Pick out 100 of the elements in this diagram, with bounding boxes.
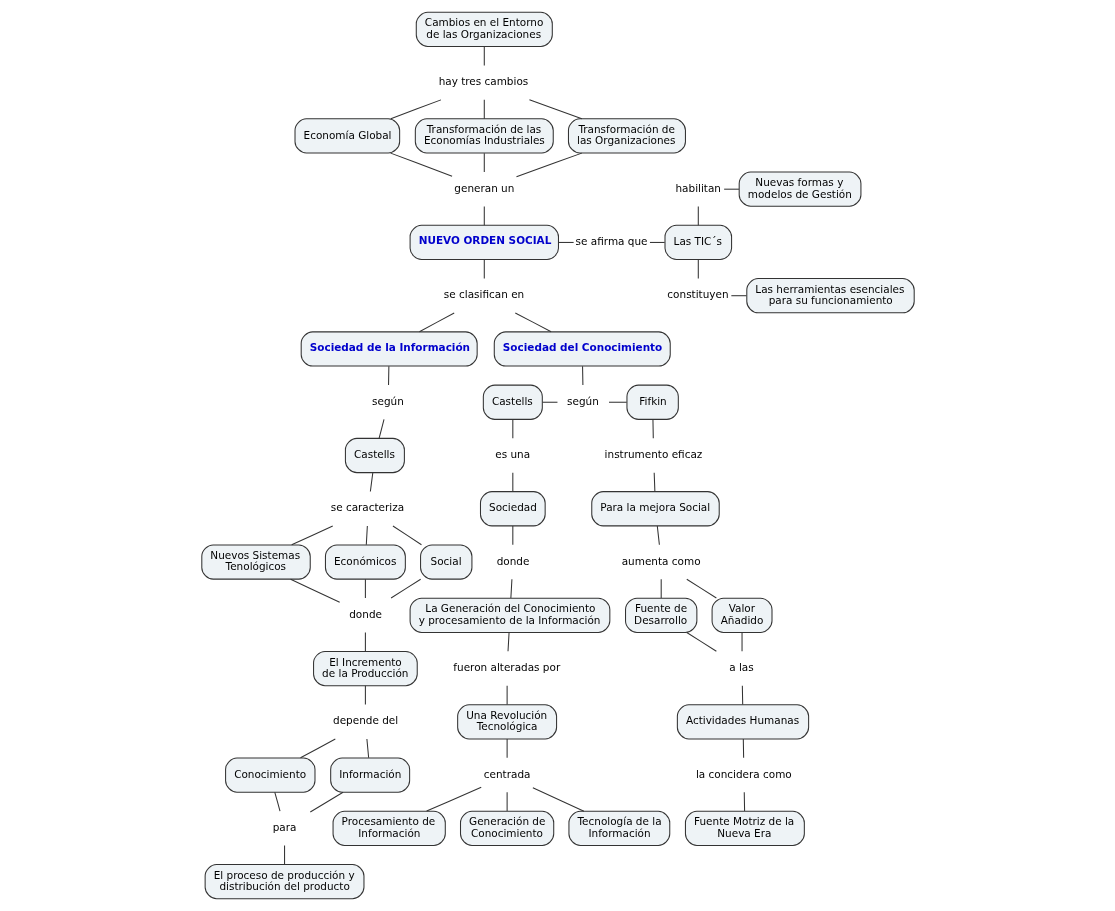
connector <box>378 418 385 439</box>
connector <box>581 365 583 386</box>
node-box: Las herramientas esenciales para su funcionamiento <box>745 278 915 314</box>
connector <box>660 578 662 599</box>
connector <box>387 365 389 386</box>
connector <box>506 685 508 706</box>
node-box: Fuente de Desarrollo <box>624 597 697 633</box>
connector <box>741 631 743 652</box>
node-text: se clasifican en <box>443 288 524 301</box>
connector <box>697 205 699 226</box>
connector <box>283 845 285 865</box>
connector <box>273 791 281 812</box>
connector <box>483 152 485 173</box>
node-box: Las TIC´s <box>663 224 732 261</box>
node-box: Nuevos Sistemas Tenológicos <box>200 544 311 580</box>
connector <box>507 631 510 652</box>
node-box: Valor Añadido <box>711 597 773 633</box>
connector <box>365 525 368 546</box>
node-box: Fifkin <box>625 384 679 420</box>
connector <box>390 578 421 599</box>
connector <box>743 791 745 812</box>
connector <box>741 685 743 706</box>
node-text: instrumento eficaz <box>604 448 702 461</box>
connector <box>418 312 455 333</box>
node-text: hay tres cambios <box>438 75 528 88</box>
node-text: centrada <box>483 767 530 780</box>
node-box: El proceso de producción y distribución del producto <box>204 863 364 900</box>
connector <box>289 578 340 603</box>
node-box: Sociedad <box>479 491 546 527</box>
connector <box>506 791 508 812</box>
node-text: donde <box>348 607 382 620</box>
node-box: Fuente Motriz de la Nueva Era <box>684 810 805 846</box>
connector <box>742 738 744 759</box>
connector <box>557 241 574 243</box>
node-box: Transformación de las Organizaciones <box>567 118 686 154</box>
node-box: NUEVO ORDEN SOCIAL <box>409 224 559 261</box>
node-text: se afirma que <box>575 235 647 248</box>
node-box: Información <box>329 757 410 793</box>
node-box: Castells <box>344 437 405 474</box>
connector <box>509 578 512 599</box>
node-text: según <box>371 394 404 407</box>
node-text: habilitan <box>674 181 721 194</box>
node-text: se caracteriza <box>330 501 404 514</box>
connector <box>483 259 485 279</box>
node-text: constituyen <box>666 288 729 301</box>
connector <box>511 472 513 492</box>
connector <box>425 786 482 812</box>
node-box: Cambios en el Entorno de las Organizaciones <box>415 11 553 48</box>
node-box: Nuevas formas y modelos de Gestión <box>738 171 861 207</box>
node-text: fueron alteradas por <box>452 661 560 674</box>
connector <box>364 685 366 706</box>
connector <box>389 152 453 177</box>
connector <box>290 525 333 546</box>
connector <box>607 401 627 403</box>
node-box: Tecnología de la Información <box>567 810 670 846</box>
node-box: Procesamiento de Información <box>332 810 446 846</box>
node-box: Conocimiento <box>224 757 315 793</box>
connector <box>309 791 344 813</box>
connector <box>511 525 513 546</box>
node-text: generan un <box>453 181 514 194</box>
node-box: Castells <box>482 384 543 420</box>
node-box: Actividades Humanas <box>676 704 809 740</box>
node-box: Sociedad de la Información <box>300 331 478 367</box>
connector <box>514 312 552 333</box>
node-box: Para la mejora Social <box>590 491 720 527</box>
connector <box>528 99 582 120</box>
connector <box>299 738 336 759</box>
node-text: según <box>566 394 599 407</box>
connector <box>483 46 485 66</box>
connector <box>391 525 422 546</box>
connector <box>511 418 513 439</box>
connector <box>515 152 582 178</box>
node-box: Sociedad del Conocimiento <box>493 331 671 367</box>
connector <box>369 472 373 492</box>
connector <box>531 787 584 812</box>
node-text: la concidera como <box>695 767 792 780</box>
connector <box>656 525 660 546</box>
connector <box>506 738 508 759</box>
node-text: aumenta como <box>621 554 701 567</box>
node-text: a las <box>728 661 754 674</box>
connector <box>648 241 665 243</box>
node-text: es una <box>494 448 530 461</box>
node-box: Economía Global <box>294 118 400 154</box>
connector <box>483 99 485 120</box>
node-box: Social <box>419 544 472 580</box>
connector <box>364 578 366 599</box>
node-text: para <box>272 821 296 833</box>
connector <box>723 188 739 190</box>
connector <box>697 259 699 279</box>
node-box: La Generación del Conocimiento y procesamiento de la Información <box>409 597 610 633</box>
node-text: depende del <box>332 714 398 727</box>
connector <box>651 418 654 439</box>
connector <box>685 578 717 599</box>
node-box: Generación de Conocimiento <box>459 810 554 846</box>
node-box: Una Revolución Tecnológica <box>456 704 557 740</box>
connector <box>653 472 655 492</box>
connector <box>389 99 441 120</box>
connector <box>365 738 369 759</box>
node-box: Económicos <box>324 544 406 580</box>
node-box: Transformación de las Economías Industriales <box>414 118 554 154</box>
